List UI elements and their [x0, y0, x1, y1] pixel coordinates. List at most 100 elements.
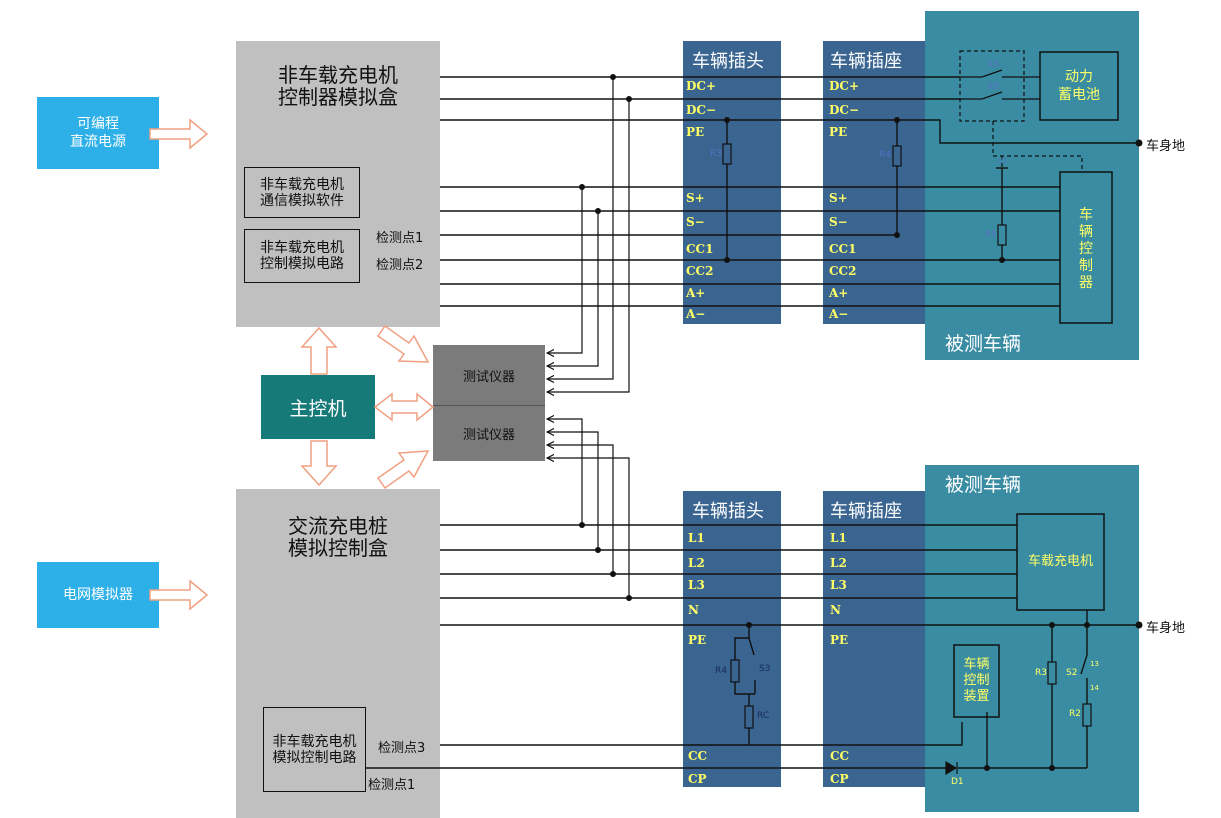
label-13: 13 [1090, 660, 1099, 668]
flow-arrows [149, 118, 435, 611]
check-point-1-ac-label: 检测点1 [368, 778, 416, 793]
dc-vehicle-title: 被测车辆 [945, 333, 1022, 355]
label-rc: RC [757, 711, 770, 721]
socket-pin-a-plus: A+ [829, 286, 849, 300]
test-instrument-2: 测试仪器 [433, 405, 545, 461]
vehicle-controller-label: 车 辆 控 制 器 [1079, 207, 1093, 291]
programmable-dc-source: 可编程 直流电源 [37, 97, 159, 169]
socket-pin-l2: L2 [830, 556, 847, 570]
socket-pin-cc: CC [830, 749, 850, 763]
dc-charger-sim-box [236, 41, 440, 327]
plug-pin-dc-plus: DC+ [686, 79, 717, 93]
label-k6: K6 [988, 82, 1000, 92]
arrow-grid [149, 579, 209, 611]
control-sim-circuit: 非车载充电机 控制模拟电路 [244, 229, 360, 283]
label-r5: R5 [985, 230, 997, 240]
vehicle-ctrl-dev-box [953, 644, 1000, 718]
socket-pin-pe-ac: PE [830, 633, 849, 647]
battery-label: 动力 蓄电池 [1058, 69, 1100, 103]
check-point-1-label: 检测点1 [376, 231, 424, 246]
host-computer: 主控机 [261, 375, 375, 439]
resistor-r4 [892, 145, 902, 167]
label-d1: D1 [951, 777, 964, 787]
dc-socket-title: 车辆插座 [830, 51, 902, 72]
plug-pin-n: N [688, 603, 699, 617]
body-ground-ac: 车身地 [1146, 621, 1186, 636]
dc-sim-title: 非车载充电机 控制器模拟盒 [278, 63, 398, 109]
body-ground-dc: 车身地 [1146, 139, 1186, 154]
plug-pin-a-minus: A− [686, 307, 706, 321]
battery-box [1039, 51, 1119, 121]
plug-pin-pe: PE [686, 125, 705, 139]
socket-pin-dc-plus: DC+ [829, 79, 860, 93]
resistor-rc [744, 705, 754, 729]
arrow-host-down [300, 440, 338, 487]
arrow-dc-to-instr [376, 324, 430, 363]
label-s2: S2 [1066, 668, 1078, 678]
dc-vehicle-under-test [925, 11, 1139, 360]
label-r3-ac: R3 [1035, 668, 1047, 678]
plug-pin-cc: CC [688, 749, 708, 763]
plug-pin-a-plus: A+ [686, 286, 706, 300]
dc-junction-dots [579, 74, 1143, 263]
socket-pin-s-plus: S+ [829, 191, 848, 205]
check-point-2-label: 检测点2 [376, 258, 424, 273]
label-u2: U2 [998, 157, 1008, 165]
socket-pin-l3: L3 [830, 578, 847, 592]
resistor-r3 [722, 143, 732, 165]
check-point-3-label: 检测点3 [378, 741, 426, 756]
obc-box [1016, 513, 1105, 611]
grid-simulator: 电网模拟器 [37, 562, 159, 628]
label-k5: K5 [988, 60, 1000, 70]
plug-pin-l3: L3 [688, 578, 705, 592]
arrow-dc-source [149, 118, 209, 150]
comm-sim-software: 非车载充电机 通信模拟软件 [244, 167, 360, 218]
ac-junction-dots [579, 522, 1143, 771]
relay-box [959, 50, 1025, 122]
plug-pin-s-plus: S+ [686, 191, 705, 205]
obc-label: 车载充电机 [1027, 554, 1093, 569]
resistor-r5 [997, 224, 1007, 246]
socket-pin-dc-minus: DC− [829, 103, 860, 117]
plug-pin-l2: L2 [688, 556, 705, 570]
socket-pin-n: N [830, 603, 841, 617]
ac-vehicle-title: 被测车辆 [945, 474, 1022, 496]
vehicle-controller-box [1059, 171, 1113, 324]
label-r3: R3 [710, 149, 722, 159]
ac-socket-title: 车辆插座 [830, 501, 902, 522]
plug-pin-cc2: CC2 [686, 264, 714, 278]
ac-vehicle-socket [823, 491, 927, 787]
ac-vehicle-plug [683, 491, 781, 787]
socket-pin-a-minus: A− [829, 307, 849, 321]
label-r2: R2 [1069, 709, 1081, 719]
label-14: 14 [1090, 684, 1099, 692]
dc-vehicle-plug [683, 41, 781, 324]
socket-pin-cp: CP [830, 772, 849, 786]
resistor-r3-ac [1047, 661, 1057, 685]
resistor-r2 [1082, 703, 1092, 727]
plug-pin-s-minus: S− [686, 215, 705, 229]
plug-pin-dc-minus: DC− [686, 103, 717, 117]
arrow-host-up [300, 326, 338, 375]
diode-d1 [945, 760, 958, 776]
ac-sim-title: 交流充电桩 模拟控制盒 [288, 514, 388, 560]
socket-pin-cc1: CC1 [829, 242, 857, 256]
resistor-r4-ac [730, 659, 740, 683]
vehicle-ctrl-dev-label: 车辆 控制 装置 [963, 657, 990, 704]
socket-pin-l1: L1 [830, 531, 847, 545]
plug-pin-l1: L1 [688, 531, 705, 545]
test-instrument-1: 测试仪器 [433, 345, 545, 405]
plug-pin-pe-ac: PE [688, 633, 707, 647]
ac-plug-title: 车辆插头 [692, 501, 764, 522]
socket-pin-s-minus: S− [829, 215, 848, 229]
dc-plug-title: 车辆插头 [692, 51, 764, 72]
socket-pin-pe: PE [829, 125, 848, 139]
dc-vehicle-socket [823, 41, 927, 324]
label-s3: S3 [759, 664, 771, 674]
ac-control-sim-circuit: 非车载充电机 模拟控制电路 [263, 707, 366, 792]
label-r4-ac: R4 [715, 666, 727, 676]
label-r4: R4 [879, 150, 891, 160]
plug-pin-cp: CP [688, 772, 707, 786]
arrow-ac-to-instr [376, 450, 430, 490]
